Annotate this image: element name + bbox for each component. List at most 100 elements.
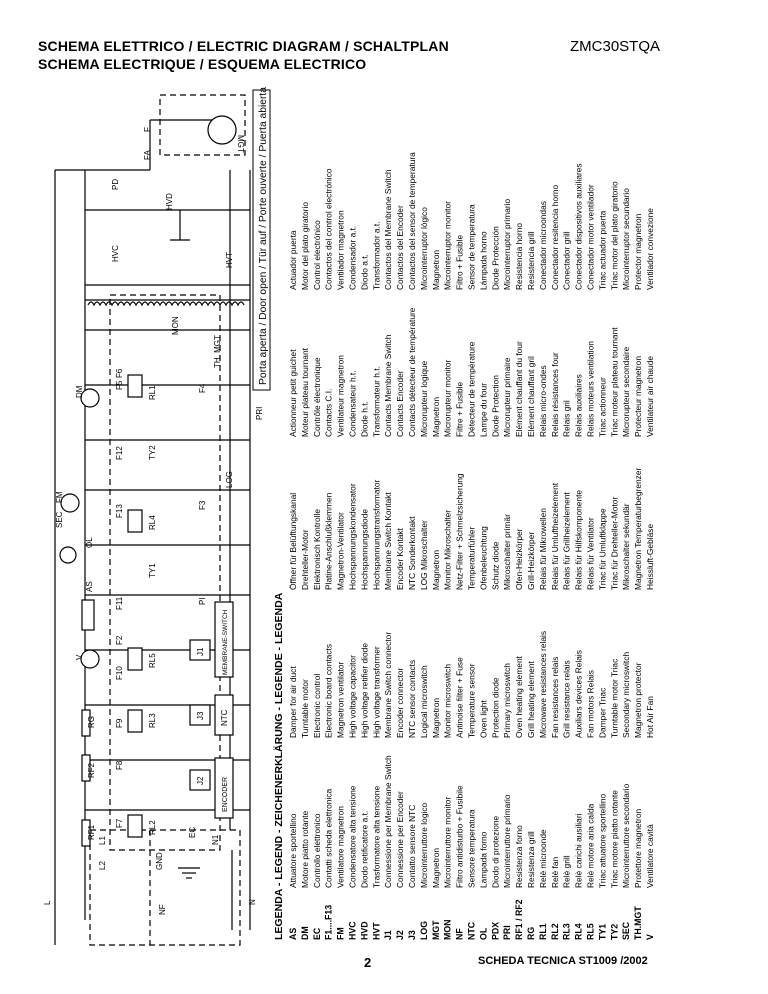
legend-spanish-entry: Contactos del control electrónico — [324, 168, 334, 290]
legend-english-entry: Auxiliars devices Relais — [574, 650, 584, 738]
label-l: L — [43, 900, 52, 905]
legend-code: J2 — [395, 930, 405, 940]
legend-italian-entry: Diodo retificatore a.t. — [359, 811, 369, 888]
legend-french-entry: Ventilateur magnetron — [336, 355, 346, 437]
legend-german-entry: Ofen-Heizkörper — [514, 528, 524, 590]
legend-italian-entry: Protettore magnetron — [633, 809, 643, 888]
legend-english-entry: Grill resistance relais — [562, 660, 572, 738]
legend-english-entry: Grill heating element — [526, 661, 536, 738]
legend-italian-entry: Condensatore alta tensione — [348, 785, 358, 888]
legend-french-entry: Microrupteur monitor — [443, 360, 453, 437]
legend-german-entry: Temperaturfühler — [467, 526, 477, 590]
legend-spanish-entry: Microinterruptor primario — [502, 198, 512, 290]
legend-german-entry: Relais für Grillheizelement — [562, 492, 572, 590]
connector-j3 — [189, 704, 211, 726]
legend-spanish-entry: Transformador a.t. — [371, 221, 381, 290]
legend-french-entry: Filtre + Fusible — [455, 382, 465, 437]
legend-spanish-entry: Actuador puerta — [288, 230, 298, 290]
legend-german-entry: Hochspannungskondensator — [348, 483, 358, 590]
legend-spanish-entry: Microinterruptor lógico — [419, 207, 429, 290]
legend-german-entry: Relais für Umluftheizelement — [550, 482, 560, 590]
legend-french-entry: Relais résistances four — [550, 352, 560, 437]
legend-french-entry: Diode h.t. — [359, 401, 369, 437]
label-f5: F5 — [115, 380, 124, 390]
legend-english-entry: Turntable motor Triac — [609, 659, 619, 738]
legend-spanish-entry: Contactos del Encoder — [395, 205, 405, 290]
legend-italian-entry: Triac attuatore sportellino — [597, 793, 607, 888]
label-n1: N1 — [211, 834, 220, 845]
legend-italian-entry: Relè fan — [550, 856, 560, 888]
door-open-frame — [252, 89, 271, 391]
label-rl1: RL1 — [148, 385, 157, 400]
legend-code: OL — [478, 927, 488, 940]
legend-french-entry: Magnetron — [431, 397, 441, 437]
legend-german-entry: Relais für Ventilator — [586, 517, 596, 590]
legend-german-entry: Relais für Mikrowellen — [538, 508, 548, 590]
resistor-rf1 — [81, 819, 91, 847]
legend-italian-entry: Resistenza forno — [514, 825, 524, 888]
legend-italian-entry: Relè grill — [562, 855, 572, 888]
legend-code: HVD — [359, 921, 369, 940]
legend-french-entry: Diode Protection — [490, 375, 500, 437]
legend-french-entry: Microrupteur secondaire — [621, 346, 631, 437]
legend-english-entry: High voltage capacitor — [348, 655, 358, 738]
label-fa: FA — [143, 150, 152, 160]
legend-english-entry: Fan motors Relais — [586, 670, 596, 738]
magnetron-symbol — [207, 115, 237, 145]
label-f13: F13 — [115, 504, 124, 518]
label-th-mgt: TH. MGT — [213, 335, 222, 368]
legend-french-entry: Relais micro-ondes — [538, 365, 548, 437]
relay-rl2 — [127, 814, 143, 838]
connector-ntc — [214, 694, 234, 736]
legend-french-entry: Contacts détecteur de température — [407, 307, 417, 437]
legend-code: MON — [443, 919, 453, 940]
label-rl5: RL5 — [148, 653, 157, 668]
legend-english-entry: Fan resistances relais — [550, 657, 560, 738]
legend-german-entry: Platine-Anschlußklemmen — [324, 492, 334, 590]
legend-french-entry: Relais auxiliaires — [574, 374, 584, 437]
legend-german-entry: Ofenbeleuchtung — [478, 526, 488, 590]
legend-english-entry: Temperature sensor — [467, 663, 477, 738]
legend-italian-entry: Microinterruttore secondario — [621, 783, 631, 888]
legend-english-entry: Turntable motor — [300, 679, 310, 738]
legend-code: RL2 — [550, 923, 560, 940]
legend-italian-entry: Microinterruttore primario — [502, 794, 512, 888]
legend-italian-entry: Microinterruttore monitor — [443, 797, 453, 888]
motor-v — [80, 649, 100, 669]
legend-english-entry: Magnetron — [431, 698, 441, 738]
legend-english-entry: Antinoise filter + Fuse — [455, 657, 465, 738]
legend-german-entry: Grill-Heizkörper — [526, 532, 536, 590]
component-labels: L N L1 L2 N1 NF GND F FA MGT PD HVC HVD … — [43, 127, 264, 915]
legend-english-entry: Electronic board contacts — [324, 644, 334, 738]
label-hvt: HVT — [225, 252, 234, 268]
legend-italian-entry: Filtro antidisturbo + Fusibile — [455, 785, 465, 888]
legend-german-entry: Mikroschalter primär — [502, 514, 512, 590]
legend-spanish-entry: Conectador microondas — [538, 201, 548, 290]
document-reference: SCHEDA TECNICA ST1009 /2002 — [478, 955, 648, 967]
legend-spanish-entry: Diodo a.t. — [359, 254, 369, 290]
legend: LEGENDA - LEGEND - ZEICHENERKLÄRUNG - LE… — [272, 152, 655, 940]
legend-german-entry: Hochspannungsdiode — [359, 509, 369, 590]
relay-rl1 — [127, 374, 143, 398]
legend-german-entry: Öffner für Belüftungskanal — [288, 493, 298, 590]
label-f11: F11 — [115, 596, 124, 610]
legend-code: PDX — [490, 922, 500, 940]
legend-spanish-entry: Resistencia grill — [526, 231, 536, 290]
label-membrane-switch: MEMBRANE-SWITCH — [222, 609, 229, 675]
legend-spanish-entry: Motor del plato giratorio — [300, 202, 310, 290]
label-j3: J3 — [196, 711, 205, 720]
legend-german-entry: Magnetron-Ventilator — [336, 512, 346, 590]
legend-german-entry: Heissluft-Gebläse — [645, 524, 655, 590]
legend-code: RG — [526, 927, 536, 940]
legend-french-entry: Transformateur h.t. — [371, 366, 381, 437]
resistor-rg — [81, 709, 91, 737]
legend-french-entry: Ventilateur air chaude — [645, 356, 655, 437]
label-hvc: HVC — [111, 245, 120, 262]
legend-italian-entry: Ventilatore magnetron — [336, 806, 346, 888]
legend-french-entry: Triac moteur plateau tournant — [609, 327, 619, 437]
legend-spanish-entry: Conectador dispositivos auxiliares — [574, 163, 584, 290]
legend-french-entry: Microrupteur primaire — [502, 357, 512, 437]
legend-french-entry: Contrôle électronique — [312, 357, 322, 437]
legend-french-entry: Condensateur h.t. — [348, 370, 358, 437]
